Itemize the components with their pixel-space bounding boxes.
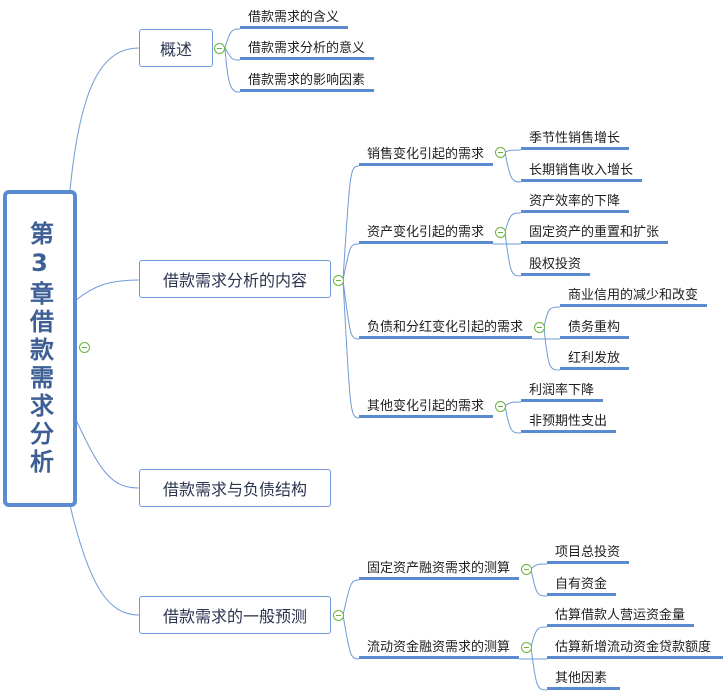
collapse-toggle-icon[interactable] <box>521 642 532 653</box>
leaf-topic[interactable]: 股权投资 <box>521 256 590 276</box>
subtopic[interactable]: 销售变化引起的需求 <box>359 146 493 166</box>
collapse-toggle-icon[interactable] <box>495 401 506 412</box>
leaf-topic[interactable]: 季节性销售增长 <box>521 130 629 150</box>
leaf-topic[interactable]: 非预期性支出 <box>521 413 616 433</box>
collapse-toggle-icon[interactable] <box>214 43 225 54</box>
leaf-topic[interactable]: 长期销售收入增长 <box>521 162 642 182</box>
topic-label: 借款需求的一般预测 <box>162 607 307 626</box>
collapse-toggle-icon[interactable] <box>534 322 545 333</box>
collapse-toggle-icon[interactable] <box>79 342 90 353</box>
subtopic[interactable]: 负债和分红变化引起的需求 <box>359 319 532 339</box>
leaf-topic[interactable]: 利润率下降 <box>521 382 603 402</box>
subtopic[interactable]: 固定资产融资需求的测算 <box>359 560 519 580</box>
topic-analysis-content[interactable]: 借款需求分析的内容 <box>139 260 331 298</box>
leaf-topic[interactable]: 其他因素 <box>547 670 620 690</box>
subtopic[interactable]: 流动资金融资需求的测算 <box>359 639 519 659</box>
leaf-topic[interactable]: 项目总投资 <box>547 544 629 564</box>
leaf-topic[interactable]: 资产效率的下降 <box>521 193 629 213</box>
topic-label: 概述 <box>159 40 192 59</box>
root-topic[interactable]: 第3章借款需求分析 <box>3 190 77 507</box>
subtopic[interactable]: 借款需求的影响因素 <box>240 72 374 92</box>
root-title: 第3章借款需求分析 <box>25 220 54 477</box>
collapse-toggle-icon[interactable] <box>495 147 506 158</box>
topic-forecast[interactable]: 借款需求的一般预测 <box>139 596 331 634</box>
collapse-toggle-icon[interactable] <box>333 275 344 286</box>
leaf-topic[interactable]: 自有资金 <box>547 576 616 596</box>
leaf-topic[interactable]: 估算借款人营运资金量 <box>547 607 694 627</box>
topic-overview[interactable]: 概述 <box>139 29 213 67</box>
collapse-toggle-icon[interactable] <box>495 227 506 238</box>
leaf-topic[interactable]: 债务重构 <box>560 319 629 339</box>
subtopic[interactable]: 资产变化引起的需求 <box>359 224 493 244</box>
topic-debt-structure[interactable]: 借款需求与负债结构 <box>139 469 331 507</box>
subtopic[interactable]: 借款需求的含义 <box>240 9 348 29</box>
collapse-toggle-icon[interactable] <box>333 610 344 621</box>
subtopic[interactable]: 其他变化引起的需求 <box>359 398 493 418</box>
topic-label: 借款需求分析的内容 <box>162 271 307 290</box>
leaf-topic[interactable]: 估算新增流动资金贷款额度 <box>547 639 723 659</box>
leaf-topic[interactable]: 红利发放 <box>560 350 629 370</box>
collapse-toggle-icon[interactable] <box>521 564 532 575</box>
leaf-topic[interactable]: 固定资产的重置和扩张 <box>521 224 668 244</box>
subtopic[interactable]: 借款需求分析的意义 <box>240 40 374 60</box>
leaf-topic[interactable]: 商业信用的减少和改变 <box>560 287 707 307</box>
topic-label: 借款需求与负债结构 <box>162 480 307 499</box>
